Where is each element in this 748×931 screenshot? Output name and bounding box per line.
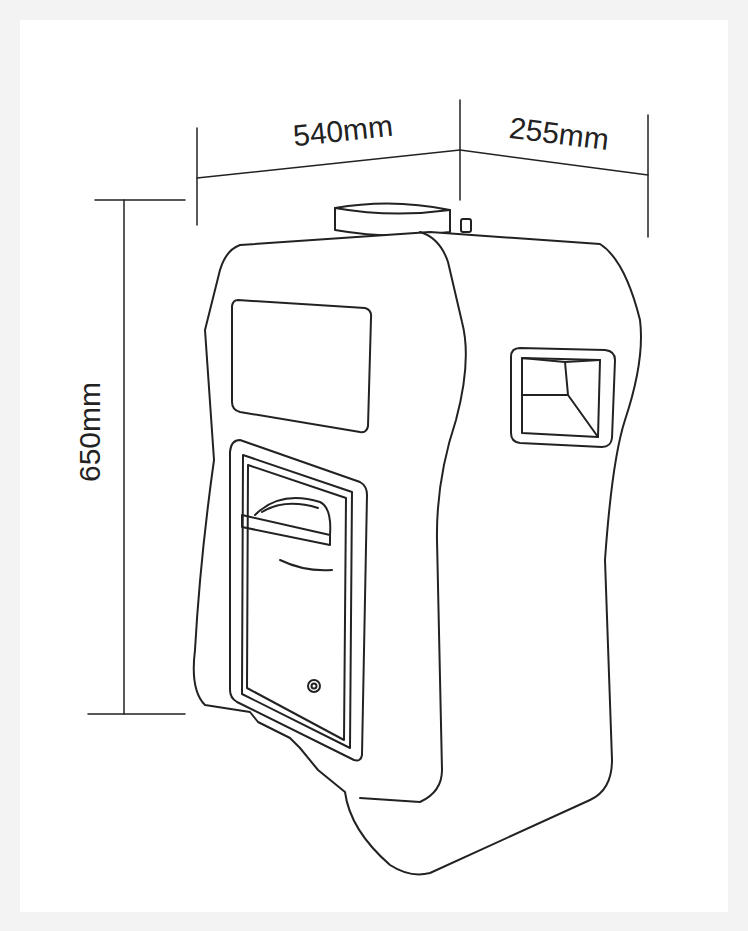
dimension-label: 650mm [75, 382, 105, 482]
